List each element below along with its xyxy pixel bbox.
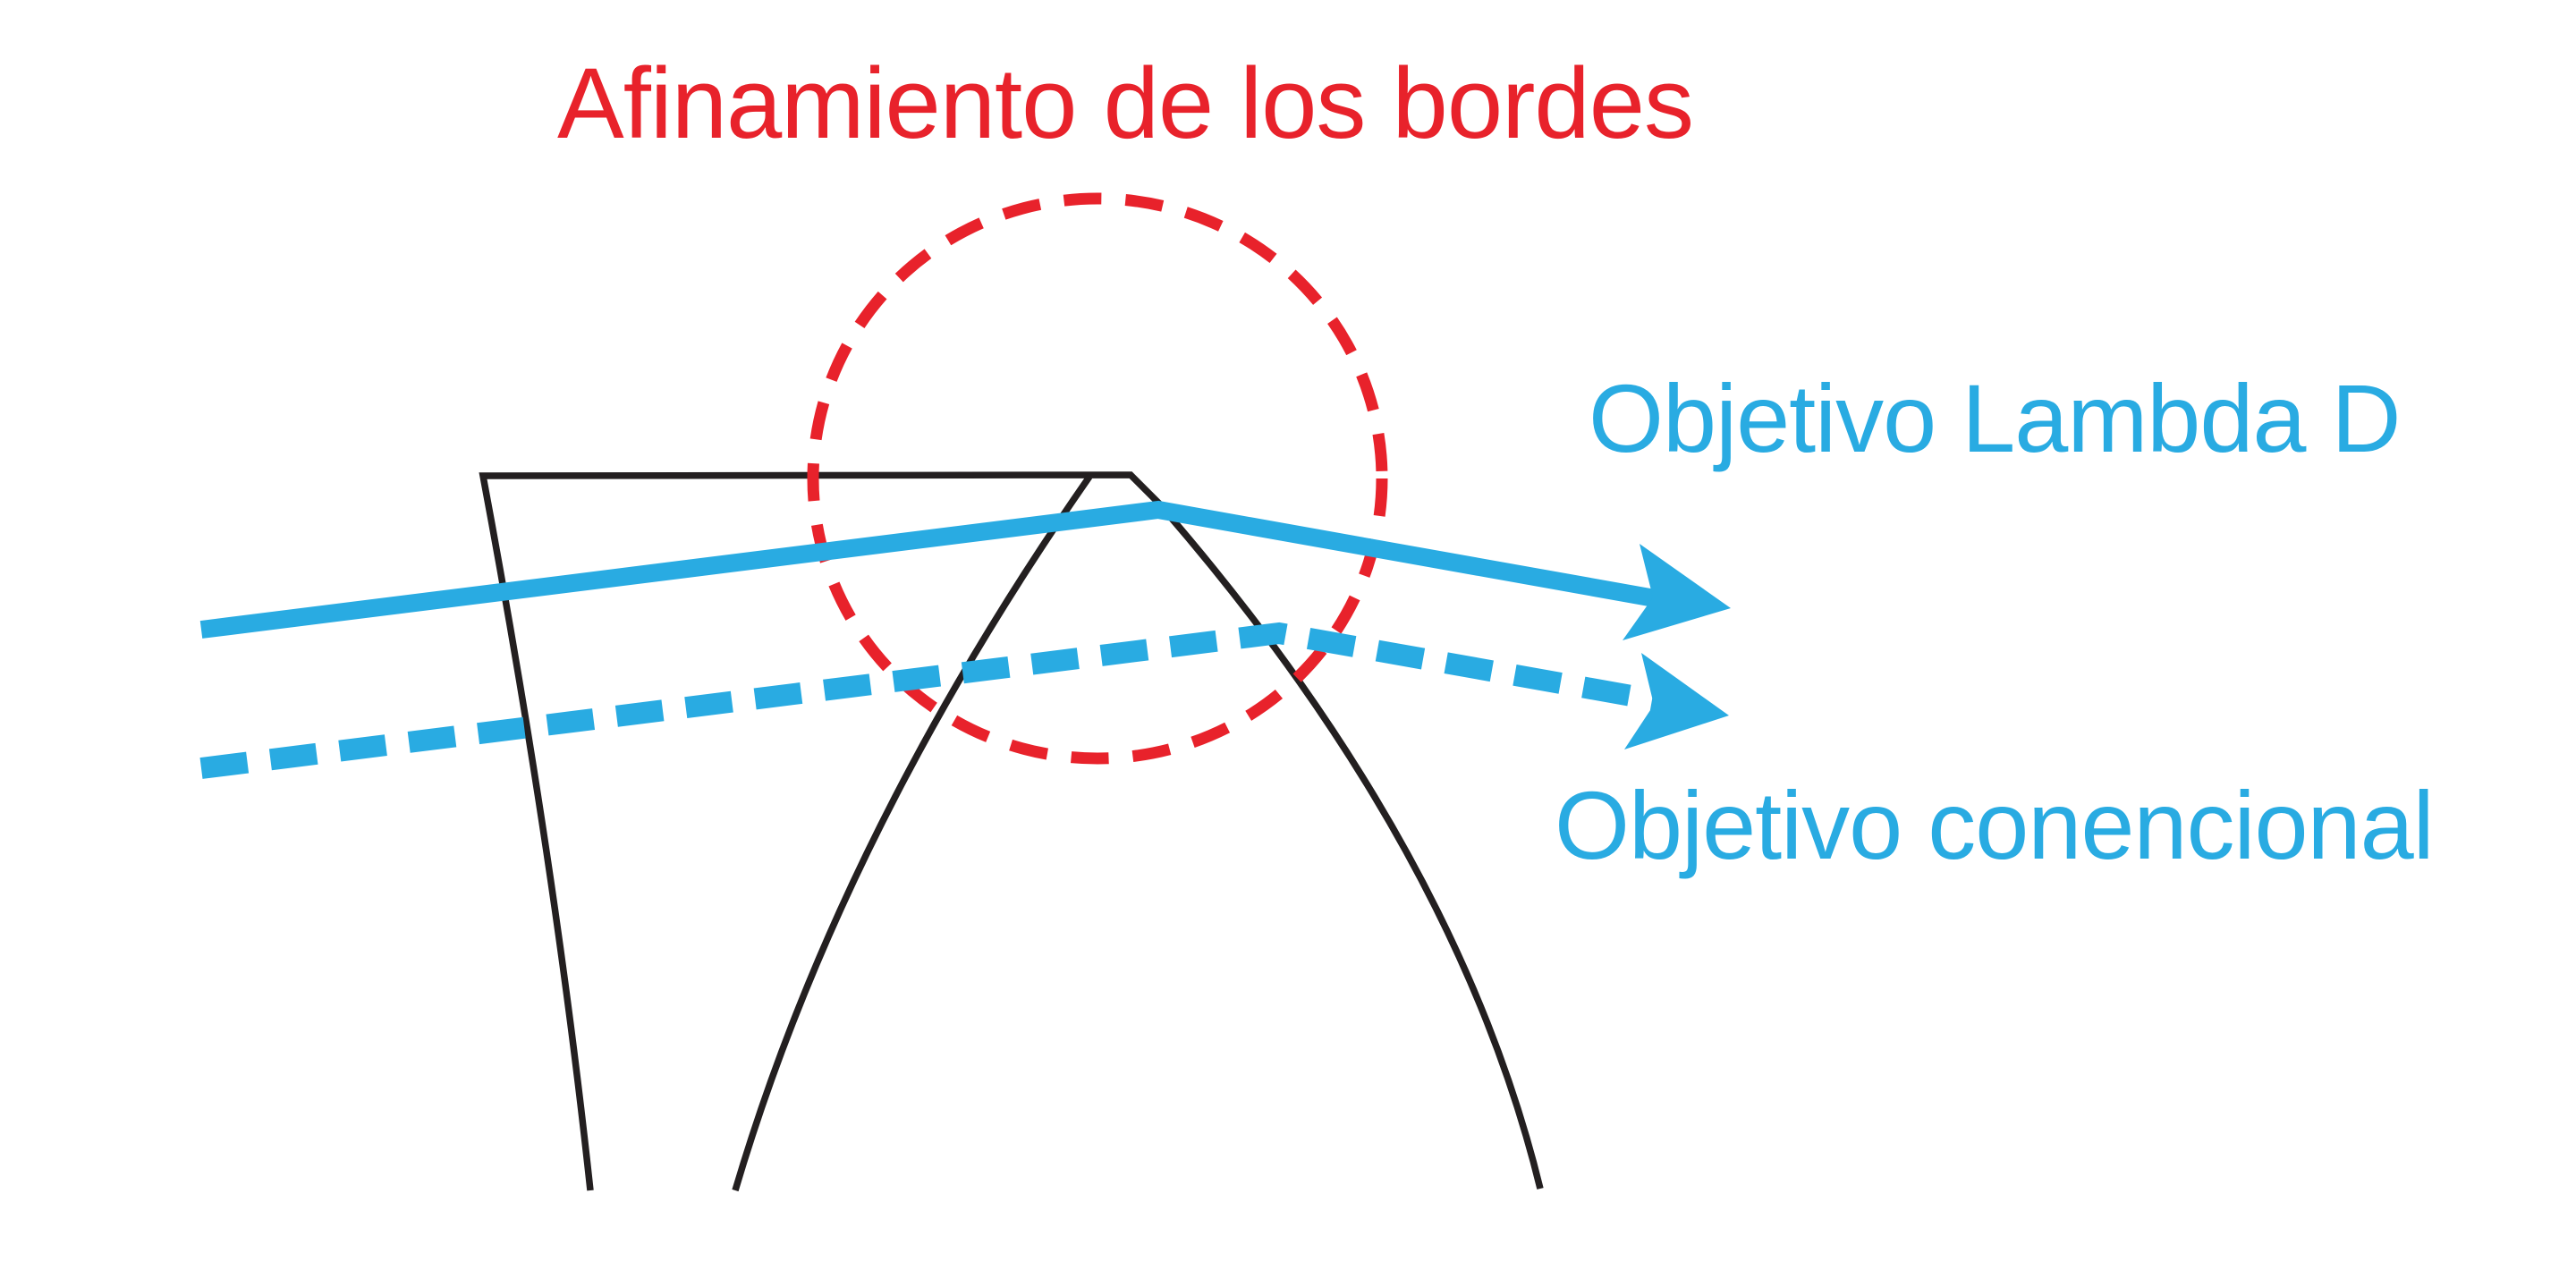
label-conventional-objective: Objetivo conencional	[1555, 771, 2435, 879]
conventional-beam-arrowhead-icon	[1624, 653, 1729, 749]
diagram-title: Afinamiento de los bordes	[557, 47, 1694, 159]
rounded-edge-profile-right-curve	[1160, 505, 1544, 1190]
rounded-edge-profile-left-curve	[732, 474, 1093, 1192]
conventional-beam-dashed-line	[199, 622, 1659, 779]
label-lambda-d-objective: Objetivo Lambda D	[1589, 364, 2401, 472]
thinned-edge-profile-outline	[479, 471, 1177, 1191]
edge-highlight-dashed-circle	[807, 192, 1388, 765]
lambda-d-beam-arrowhead-icon	[1623, 544, 1731, 640]
lambda-d-beam-line	[199, 500, 1657, 639]
